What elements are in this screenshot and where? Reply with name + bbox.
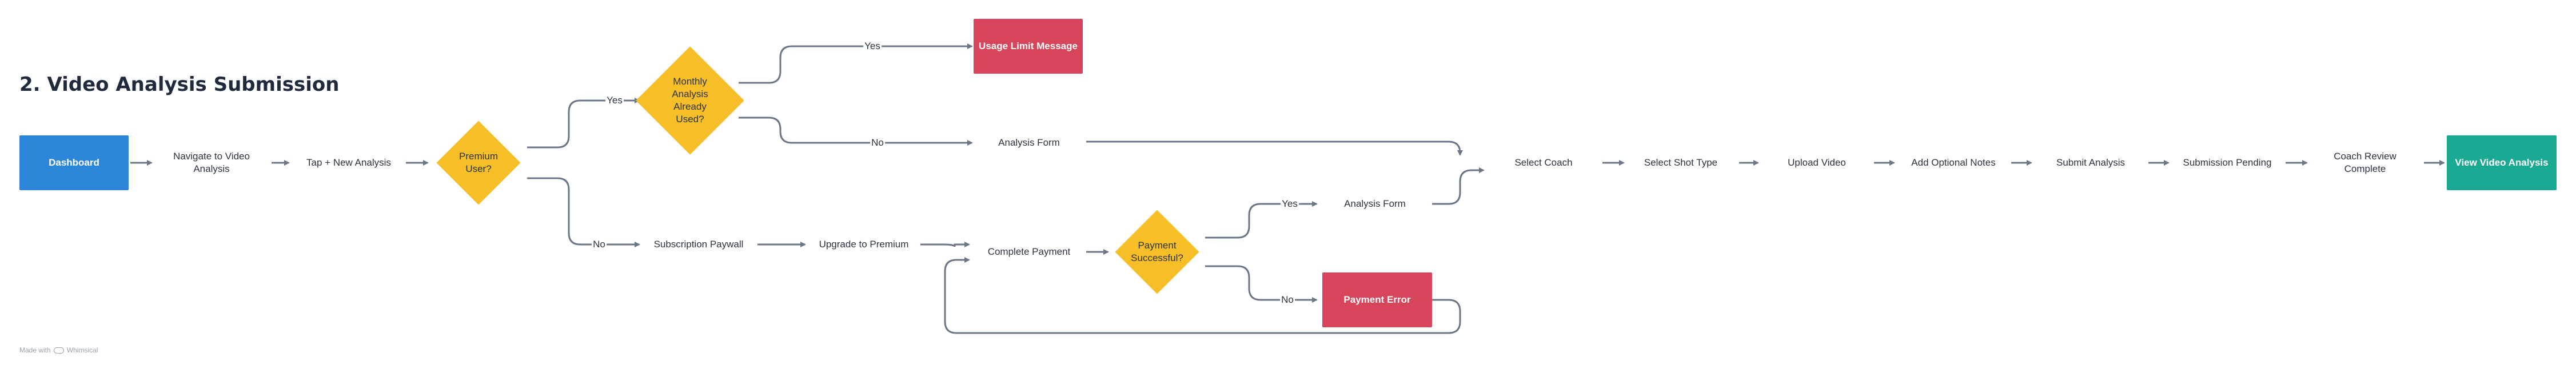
node-label: Coach Review Complete <box>2334 150 2396 174</box>
decision-payment-successful[interactable]: Payment Successful? <box>1109 210 1205 294</box>
node-coach-review[interactable]: Coach Review Complete <box>2308 140 2422 186</box>
footer-credit: Made with Whimsical <box>19 346 98 354</box>
node-tap-new-analysis[interactable]: Tap + New Analysis <box>292 140 406 186</box>
node-label: View Video Analysis <box>2455 157 2549 168</box>
edge-premium-no <box>527 177 640 247</box>
node-label: Submit Analysis <box>2056 157 2125 168</box>
node-label: Premium User? <box>458 150 498 174</box>
edge-label-premium-no: No <box>592 239 607 250</box>
node-label: Analysis Form <box>1344 198 1406 209</box>
node-label: Add Optional Notes <box>1911 157 1996 168</box>
node-label: Upgrade to Premium <box>819 238 909 250</box>
node-payment-error[interactable]: Payment Error <box>1322 272 1432 327</box>
edge-premium-yes <box>527 98 640 149</box>
node-analysis-form-top[interactable]: Analysis Form <box>974 121 1084 165</box>
node-label: Navigate to Video Analysis <box>173 150 250 174</box>
edge-label-payment-yes: Yes <box>1281 198 1299 210</box>
edge-label-monthly-no: No <box>870 137 885 149</box>
node-label: Select Shot Type <box>1644 157 1718 168</box>
node-label: Tap + New Analysis <box>306 157 391 168</box>
node-navigate-video[interactable]: Navigate to Video Analysis <box>154 140 269 186</box>
edge-form-top-coach <box>1086 141 1463 156</box>
node-label: Usage Limit Message <box>979 40 1078 51</box>
edge-label-payment-no: No <box>1280 294 1295 306</box>
node-label: Upload Video <box>1788 157 1846 168</box>
edge-upgrade-complete <box>920 242 970 247</box>
whimsical-logo-icon <box>53 347 64 354</box>
node-dashboard[interactable]: Dashboard <box>19 135 129 190</box>
edge-payment-no <box>1205 265 1318 303</box>
edge-error-retry <box>944 257 1461 334</box>
node-view-analysis[interactable]: View Video Analysis <box>2447 135 2557 190</box>
node-add-notes[interactable]: Add Optional Notes <box>1896 140 2011 186</box>
node-label: Submission Pending <box>2183 157 2272 168</box>
node-complete-payment[interactable]: Complete Payment <box>972 229 1086 275</box>
node-label: Subscription Paywall <box>653 238 744 250</box>
page-title: 2. Video Analysis Submission <box>19 73 340 96</box>
node-subscription-paywall[interactable]: Subscription Paywall <box>641 222 756 267</box>
edge-monthly-yes <box>739 43 973 84</box>
node-label: Payment Error <box>1343 294 1411 305</box>
brand-text: Whimsical <box>66 346 98 354</box>
node-submit-analysis[interactable]: Submit Analysis <box>2033 140 2148 186</box>
made-with-text: Made with <box>19 346 51 354</box>
decision-monthly-used[interactable]: Monthly Analysis Already Used? <box>636 46 744 155</box>
node-label: Payment Successful? <box>1131 239 1183 263</box>
node-upload-video[interactable]: Upload Video <box>1760 140 1874 186</box>
node-label: Complete Payment <box>987 246 1071 257</box>
node-select-shot-type[interactable]: Select Shot Type <box>1624 140 1738 186</box>
decision-premium-user[interactable]: Premium User? <box>430 121 527 205</box>
node-label: Dashboard <box>49 157 99 168</box>
edge-label-premium-yes: Yes <box>605 95 624 106</box>
edge-label-monthly-yes: Yes <box>863 41 882 52</box>
edge-form-mid-coach <box>1432 167 1485 205</box>
node-usage-limit[interactable]: Usage Limit Message <box>974 19 1083 74</box>
edge-monthly-no <box>739 117 973 146</box>
edge-payment-yes <box>1205 201 1318 239</box>
node-analysis-form-mid[interactable]: Analysis Form <box>1319 181 1430 227</box>
node-label: Select Coach <box>1514 157 1573 168</box>
node-upgrade-premium[interactable]: Upgrade to Premium <box>807 222 920 267</box>
node-label: Analysis Form <box>998 137 1060 148</box>
node-label: Monthly Analysis Already Used? <box>672 75 708 125</box>
node-submission-pending[interactable]: Submission Pending <box>2170 140 2284 186</box>
node-select-coach[interactable]: Select Coach <box>1486 140 1601 186</box>
